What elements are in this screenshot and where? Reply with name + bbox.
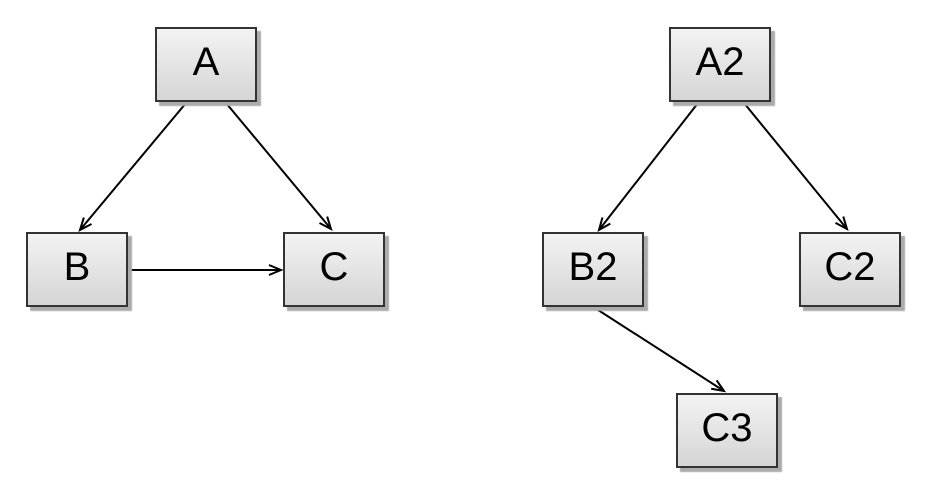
node-label: C: [319, 245, 349, 289]
graph-node-b: B: [26, 232, 128, 307]
edge-a2-to-c2: [743, 102, 849, 232]
graph-node-c2: C2: [799, 232, 901, 307]
edge-b2-to-c3: [594, 307, 727, 393]
node-label: A2: [695, 40, 745, 84]
graph-node-a2: A2: [669, 27, 771, 102]
graph-node-c: C: [283, 232, 385, 307]
edge-a-to-c: [225, 102, 333, 231]
node-label: C2: [824, 245, 876, 289]
node-label: A: [192, 40, 220, 84]
node-label: C3: [701, 406, 753, 450]
node-label: B: [63, 245, 91, 289]
graph-node-a: A: [155, 27, 257, 102]
edge-a-to-b: [78, 102, 187, 232]
node-label: B2: [568, 245, 618, 289]
graph-node-c3: C3: [676, 393, 778, 468]
graph-node-b2: B2: [542, 232, 644, 307]
edge-a2-to-b2: [597, 102, 699, 233]
